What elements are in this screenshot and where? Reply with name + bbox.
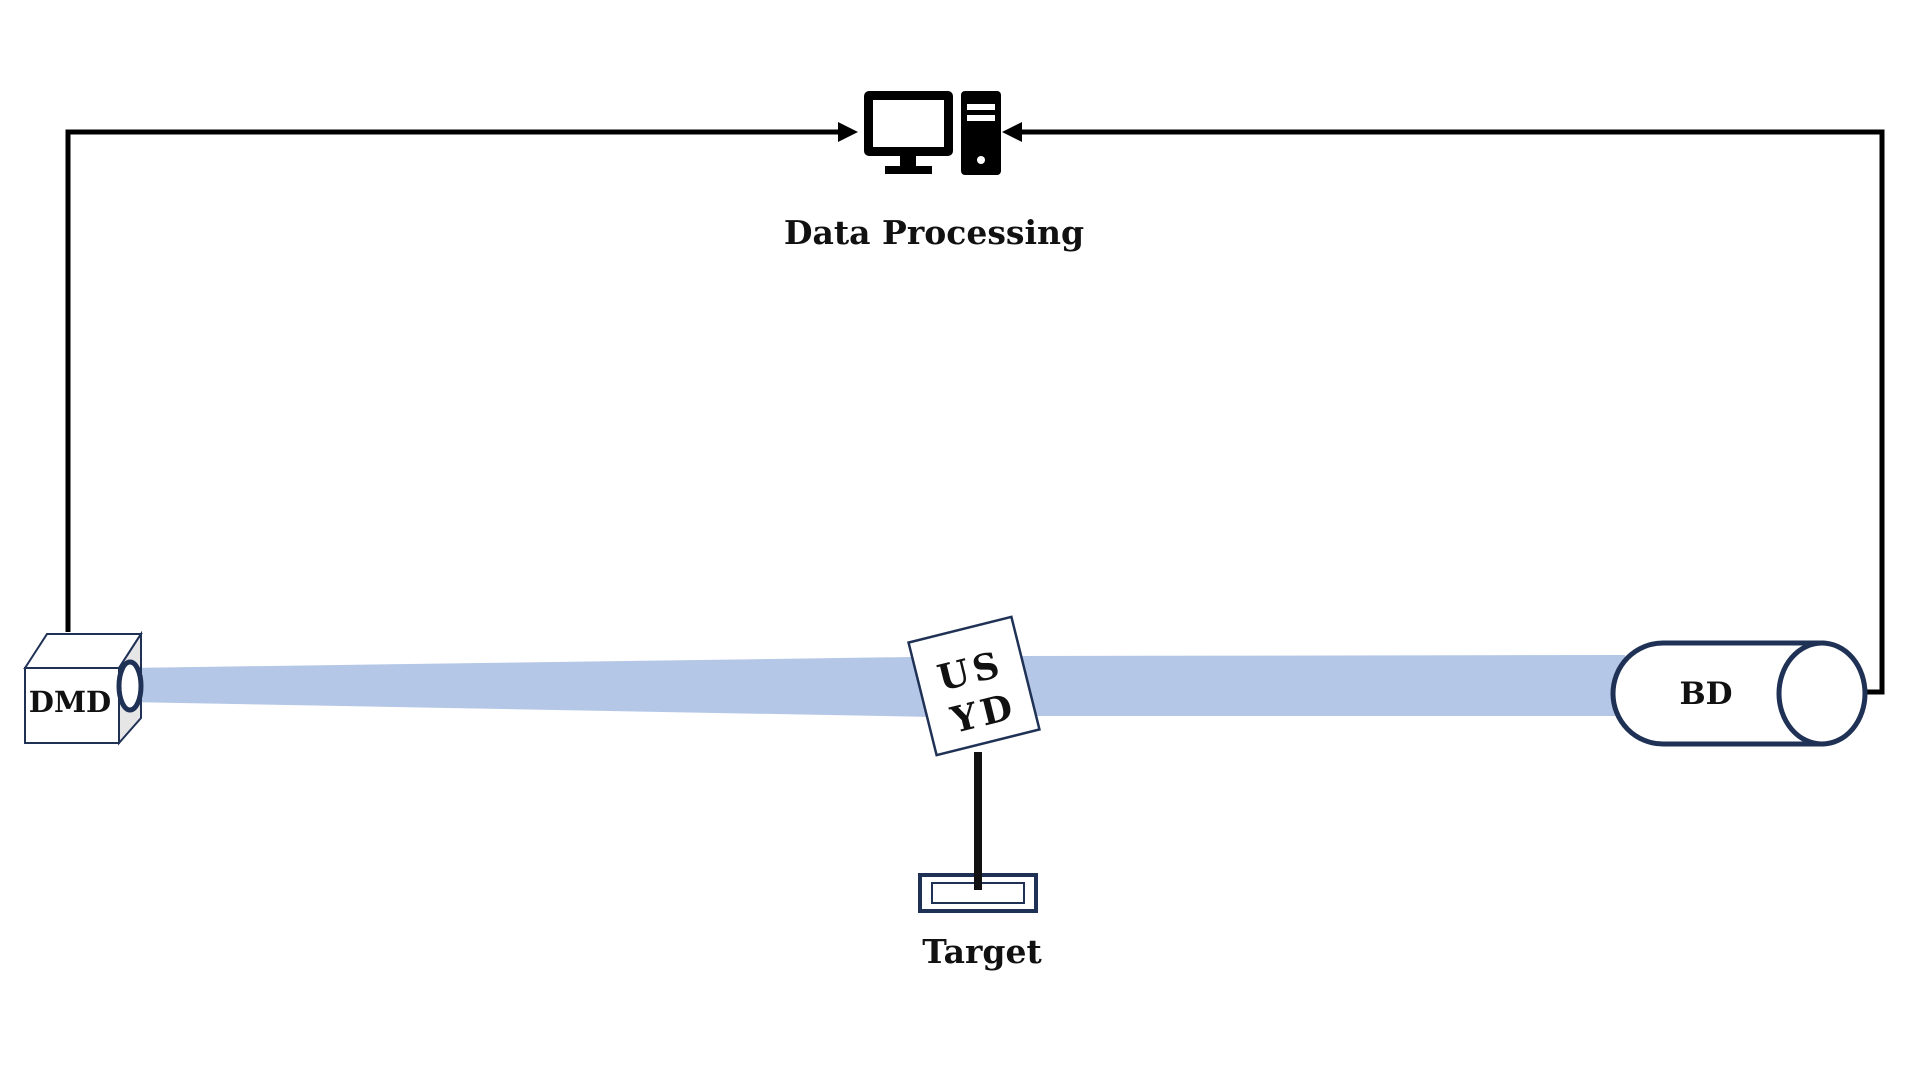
bd-detector: BD bbox=[1610, 640, 1868, 747]
tower-case bbox=[961, 91, 1001, 175]
arrowhead-left bbox=[838, 122, 858, 142]
bd-label: BD bbox=[1679, 676, 1732, 712]
dmd-label: DMD bbox=[29, 685, 111, 719]
tower-power-button bbox=[977, 156, 985, 164]
monitor-base bbox=[885, 166, 932, 174]
bd-cylinder-end bbox=[1776, 640, 1868, 747]
dmd-device: DMD bbox=[23, 630, 144, 746]
beam-right bbox=[1000, 655, 1625, 716]
monitor-screen bbox=[873, 100, 944, 147]
target-mask-frame bbox=[907, 615, 1041, 757]
bd-cylinder-body bbox=[1610, 640, 1825, 747]
monitor-neck bbox=[900, 156, 916, 166]
feedback-line-dmd bbox=[65, 129, 840, 632]
tower-slot-1 bbox=[967, 104, 995, 110]
target-label: Target bbox=[922, 932, 1042, 971]
arrowhead-right bbox=[1002, 122, 1022, 142]
feedback-line-bd bbox=[1020, 129, 1885, 695]
tower-slot-2 bbox=[967, 115, 995, 121]
beam-left bbox=[125, 657, 934, 717]
target-mask: U S Y D bbox=[907, 615, 1041, 757]
desktop-computer-icon bbox=[864, 91, 1001, 175]
data-processing-label: Data Processing bbox=[784, 213, 1084, 252]
dmd-front-face bbox=[24, 667, 120, 744]
dmd-lens bbox=[116, 659, 144, 713]
